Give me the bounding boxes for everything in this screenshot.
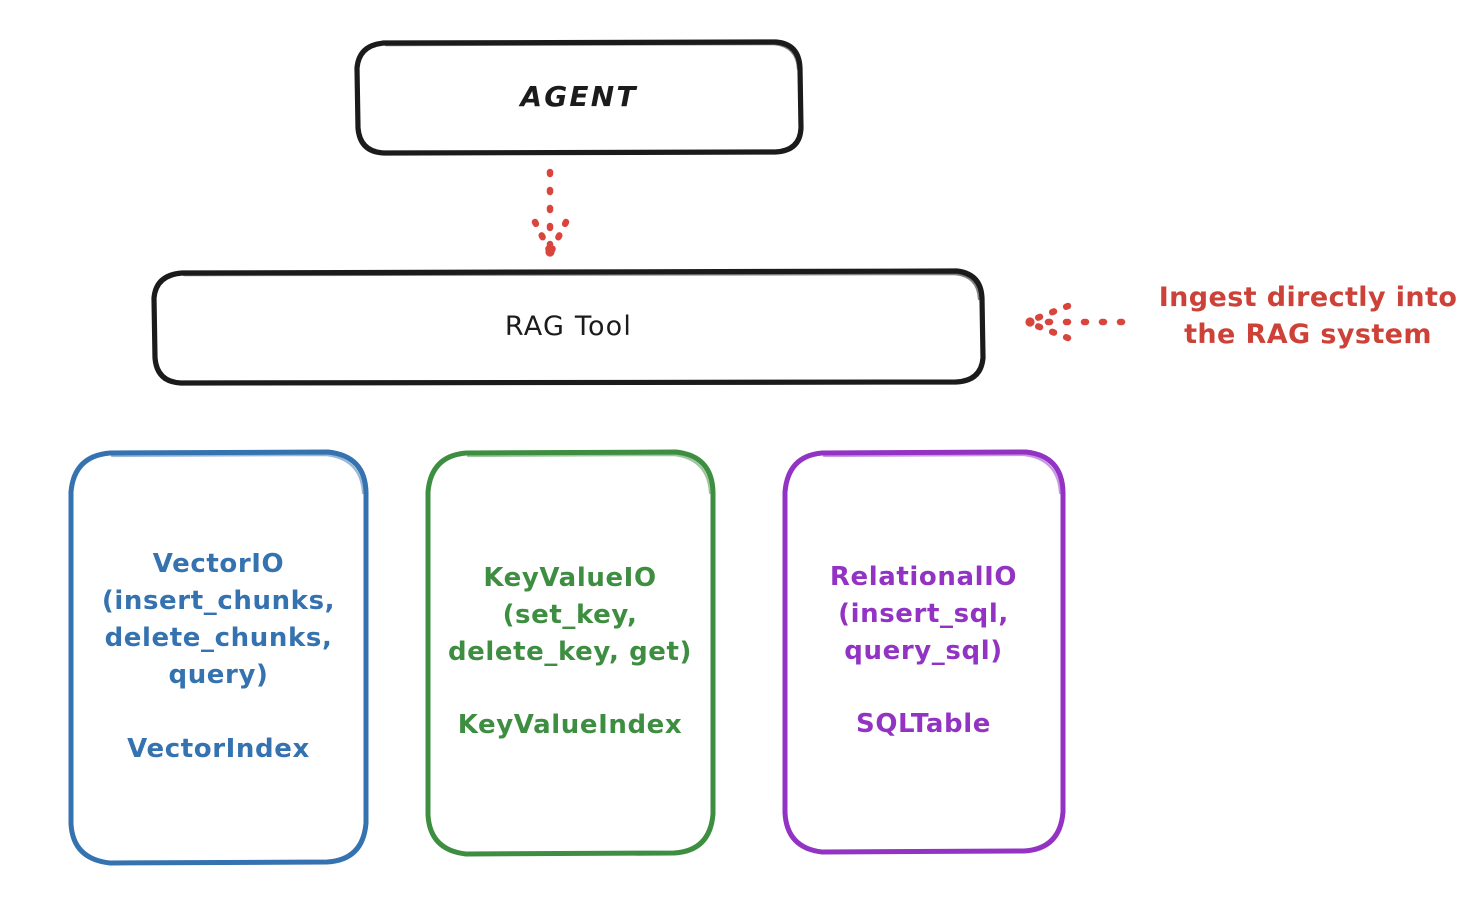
relational-io-node-label: RelationalIO (insert_sql, query_sql) SQL… [829, 561, 1018, 740]
key-value-io-node[interactable]: KeyValueIO (set_key, delete_key, get) Ke… [427, 451, 713, 853]
ingest-arrow [1025, 302, 1126, 342]
rag-tool-node[interactable]: RAG Tool [154, 271, 983, 383]
rag-tool-node-label: RAG Tool [504, 310, 633, 342]
relational-io-node[interactable]: RelationalIO (insert_sql, query_sql) SQL… [784, 451, 1063, 851]
vector-io-node-label: VectorIO (insert_chunks, delete_chunks, … [101, 549, 336, 764]
agent-to-rag-tool-arrow [531, 168, 570, 257]
key-value-io-node-label: KeyValueIO (set_key, delete_key, get) Ke… [447, 562, 693, 741]
ingest-annotation-text: Ingest directly into the RAG system [1158, 282, 1458, 351]
vector-io-node[interactable]: VectorIO (insert_chunks, delete_chunks, … [71, 451, 366, 863]
agent-node-label: AGENT [520, 80, 638, 114]
agent-node[interactable]: AGENT [357, 41, 801, 153]
